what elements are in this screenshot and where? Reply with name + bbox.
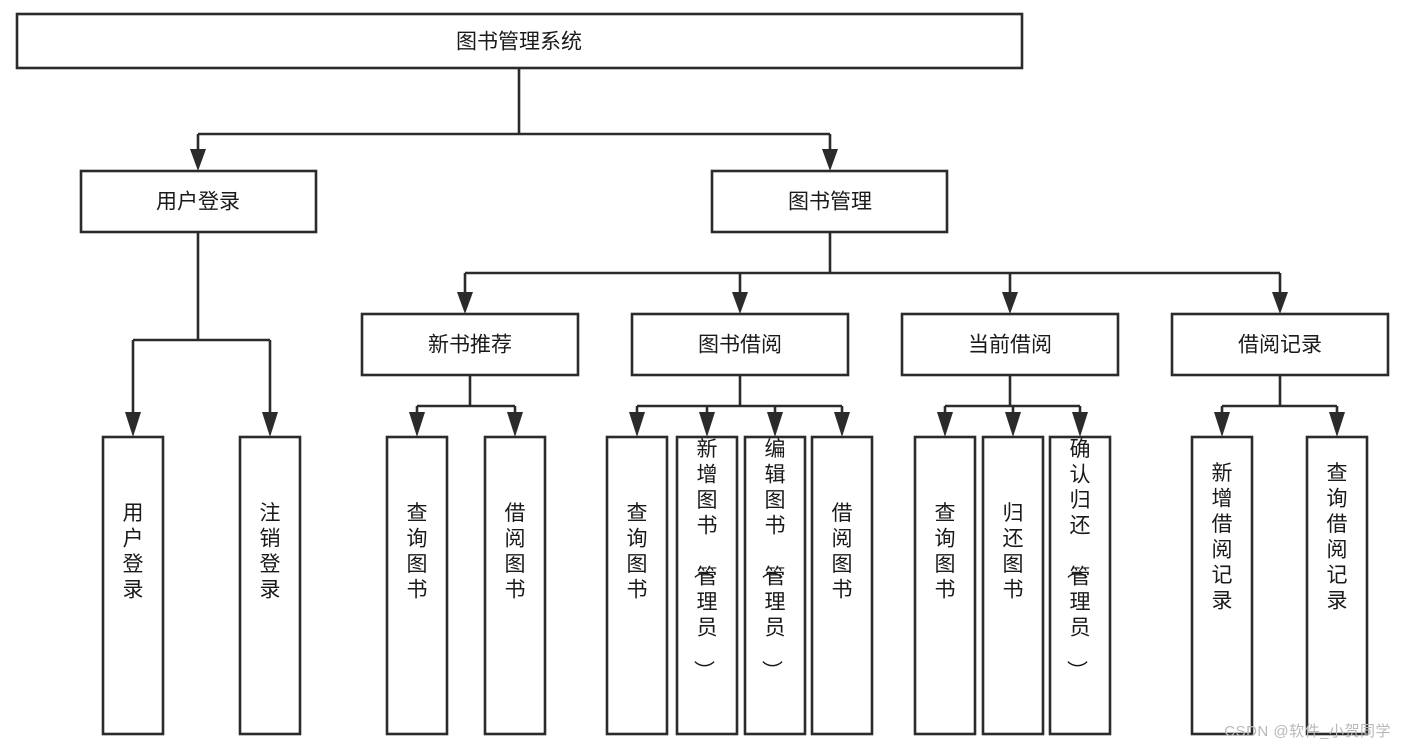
- leaf-logout[interactable]: 注销登录: [238, 435, 302, 736]
- leaf-user-login-label: 用户登录: [123, 502, 144, 602]
- node-current-borrow-box[interactable]: [900, 312, 1120, 377]
- leaf-borrow-add-book-box[interactable]: [675, 435, 739, 736]
- node-root-box[interactable]: [15, 12, 1024, 70]
- node-root[interactable]: 图书管理系统: [15, 12, 1024, 70]
- node-book-manage-box[interactable]: [710, 169, 949, 234]
- leaf-borrow-borrow-book-box[interactable]: [810, 435, 874, 736]
- leaf-borrow-add-book[interactable]: 新增图书（管理员）: [675, 435, 739, 736]
- arrow-to-borrow-record-icon: [1272, 292, 1288, 314]
- leaf-new-book-query[interactable]: 查询图书: [385, 435, 449, 736]
- arrow-book-borrow-leaf-3-icon: [767, 412, 783, 437]
- leaf-logout-label: 注销登录: [260, 502, 281, 602]
- node-root-label: 图书管理系统: [456, 31, 582, 54]
- leaf-current-return-book[interactable]: 归还图书: [981, 435, 1045, 736]
- leaf-user-login-box[interactable]: [101, 435, 165, 736]
- node-new-book-recommend-label: 新书推荐: [428, 334, 512, 357]
- arrow-current-borrow-leaf-2-icon: [1005, 412, 1021, 437]
- node-user-login[interactable]: 用户登录: [79, 169, 318, 234]
- leaf-user-login[interactable]: 用户登录: [101, 435, 165, 736]
- node-book-borrow-box[interactable]: [630, 312, 850, 377]
- arrow-new-book-leaf-1-icon: [409, 412, 425, 437]
- leaf-record-add[interactable]: 新增借阅记录: [1190, 435, 1254, 736]
- leaf-borrow-query-book[interactable]: 查询图书: [605, 435, 669, 736]
- leaf-record-query[interactable]: 查询借阅记录: [1305, 435, 1369, 736]
- leaf-borrow-borrow-book[interactable]: 借阅图书: [810, 435, 874, 736]
- edges-layer: [125, 68, 1345, 437]
- node-book-borrow-label: 图书借阅: [698, 334, 782, 357]
- arrow-book-borrow-leaf-2-icon: [699, 412, 715, 437]
- arrow-book-borrow-leaf-4-icon: [834, 412, 850, 437]
- arrow-borrow-record-leaf-2-icon: [1329, 412, 1345, 437]
- leaf-current-query-book[interactable]: 查询图书: [913, 435, 977, 736]
- leaf-new-book-query-box[interactable]: [385, 435, 449, 736]
- leaf-record-add-box[interactable]: [1190, 435, 1254, 736]
- leaf-current-return-book-label: 归还图书: [1003, 502, 1024, 602]
- node-new-book-recommend[interactable]: 新书推荐: [360, 312, 580, 377]
- arrow-to-new-book-icon: [457, 292, 473, 314]
- node-book-manage[interactable]: 图书管理: [710, 169, 949, 234]
- arrow-current-borrow-leaf-3-icon: [1072, 412, 1088, 437]
- leaf-current-query-book-label: 查询图书: [935, 502, 956, 602]
- leaf-borrow-edit-book-box[interactable]: [743, 435, 807, 736]
- node-current-borrow-label: 当前借阅: [968, 334, 1052, 357]
- node-borrow-record-box[interactable]: [1170, 312, 1390, 377]
- leaf-new-book-borrow-label: 借阅图书: [505, 502, 526, 602]
- arrow-to-book-borrow-icon: [732, 292, 748, 314]
- leaf-borrow-query-book-label: 查询图书: [627, 502, 648, 602]
- leaf-current-confirm-return-label: 确认归还（管理员）: [1065, 438, 1091, 681]
- leaf-record-add-label: 新增借阅记录: [1212, 462, 1233, 613]
- leaf-record-query-label: 查询借阅记录: [1327, 462, 1348, 613]
- arrow-leaf-logout-icon: [262, 412, 278, 437]
- node-borrow-record[interactable]: 借阅记录: [1170, 312, 1390, 377]
- arrow-leaf-user-login-icon: [125, 412, 141, 437]
- arrow-new-book-leaf-2-icon: [507, 412, 523, 437]
- arrow-borrow-record-leaf-1-icon: [1214, 412, 1230, 437]
- node-current-borrow[interactable]: 当前借阅: [900, 312, 1120, 377]
- node-borrow-record-label: 借阅记录: [1238, 334, 1322, 357]
- leaf-new-book-borrow[interactable]: 借阅图书: [483, 435, 547, 736]
- leaf-borrow-add-book-label: 新增图书（管理员）: [692, 438, 718, 681]
- node-new-book-recommend-box[interactable]: [360, 312, 580, 377]
- leaf-logout-box[interactable]: [238, 435, 302, 736]
- arrow-to-book-manage-icon: [822, 149, 838, 171]
- node-book-manage-label: 图书管理: [788, 191, 872, 214]
- arrow-book-borrow-leaf-1-icon: [629, 412, 645, 437]
- leaf-record-query-box[interactable]: [1305, 435, 1369, 736]
- leaf-borrow-edit-book[interactable]: 编辑图书（管理员）: [743, 435, 807, 736]
- arrow-to-current-borrow-icon: [1002, 292, 1018, 314]
- node-user-login-label: 用户登录: [156, 191, 240, 214]
- leaf-current-confirm-return-box[interactable]: [1048, 435, 1112, 736]
- arrow-to-user-login-icon: [190, 149, 206, 171]
- leaf-new-book-borrow-box[interactable]: [483, 435, 547, 736]
- leaf-current-query-book-box[interactable]: [913, 435, 977, 736]
- leaf-current-return-book-box[interactable]: [981, 435, 1045, 736]
- leaf-borrow-borrow-book-label: 借阅图书: [832, 502, 853, 602]
- leaf-new-book-query-label: 查询图书: [407, 502, 428, 602]
- leaf-current-confirm-return[interactable]: 确认归还（管理员）: [1048, 435, 1112, 736]
- leaf-borrow-query-book-box[interactable]: [605, 435, 669, 736]
- node-book-borrow[interactable]: 图书借阅: [630, 312, 850, 377]
- node-user-login-box[interactable]: [79, 169, 318, 234]
- leaf-borrow-edit-book-label: 编辑图书（管理员）: [760, 438, 786, 681]
- arrow-current-borrow-leaf-1-icon: [937, 412, 953, 437]
